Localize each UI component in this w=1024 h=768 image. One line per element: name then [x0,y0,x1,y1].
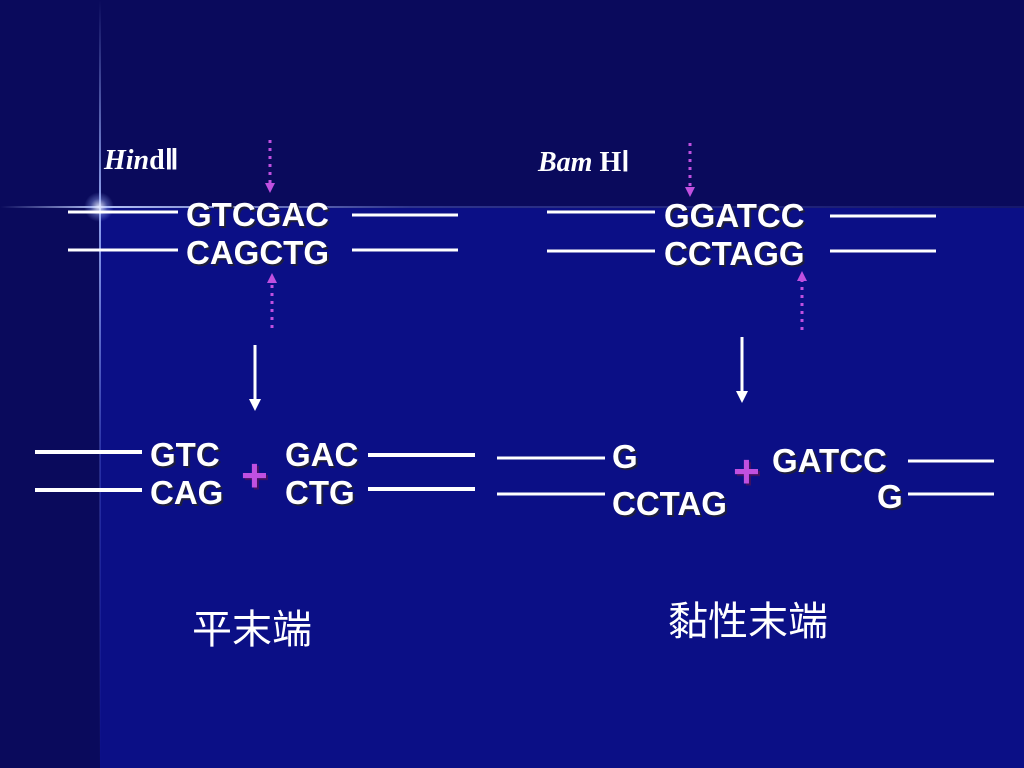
hind-enzyme-label: HindⅡ [104,147,179,175]
blunt-left-top: GTC [150,436,220,473]
light-flare-star [84,192,114,222]
hind-site-bottom: CAGCTG [186,234,329,271]
bam-enzyme-label: Bam HⅠ [538,149,630,177]
sticky-right-bottom: G [877,478,903,515]
blunt-right-top: GAC [285,436,359,473]
blunt-right-bottom: CTG [285,474,355,511]
sticky-left-top: G [612,438,638,475]
background-dark-band [0,0,1024,208]
bam-site-top: GGATCC [664,197,805,234]
bam-site-bottom: CCTAGG [664,235,805,272]
bam-enzyme-suffix: HⅠ [592,147,630,178]
hind-enzyme-italic: Hin [104,145,150,176]
light-flare-horizontal [0,206,1024,208]
hind-site-top: GTCGAC [186,196,329,233]
light-flare-vertical [99,0,101,768]
sticky-left-bottom: CCTAG [612,485,727,522]
sticky-end-label: 黏性末端 [668,599,828,645]
blunt-end-label: 平末端 [192,607,312,653]
blunt-plus-sign: + [241,449,268,501]
sticky-right-top: GATCC [772,442,887,479]
bam-enzyme-italic: Bam [538,147,593,178]
blunt-left-bottom: CAG [150,474,224,511]
hind-enzyme-suffix: dⅡ [149,145,179,176]
sticky-plus-sign: + [733,445,760,497]
